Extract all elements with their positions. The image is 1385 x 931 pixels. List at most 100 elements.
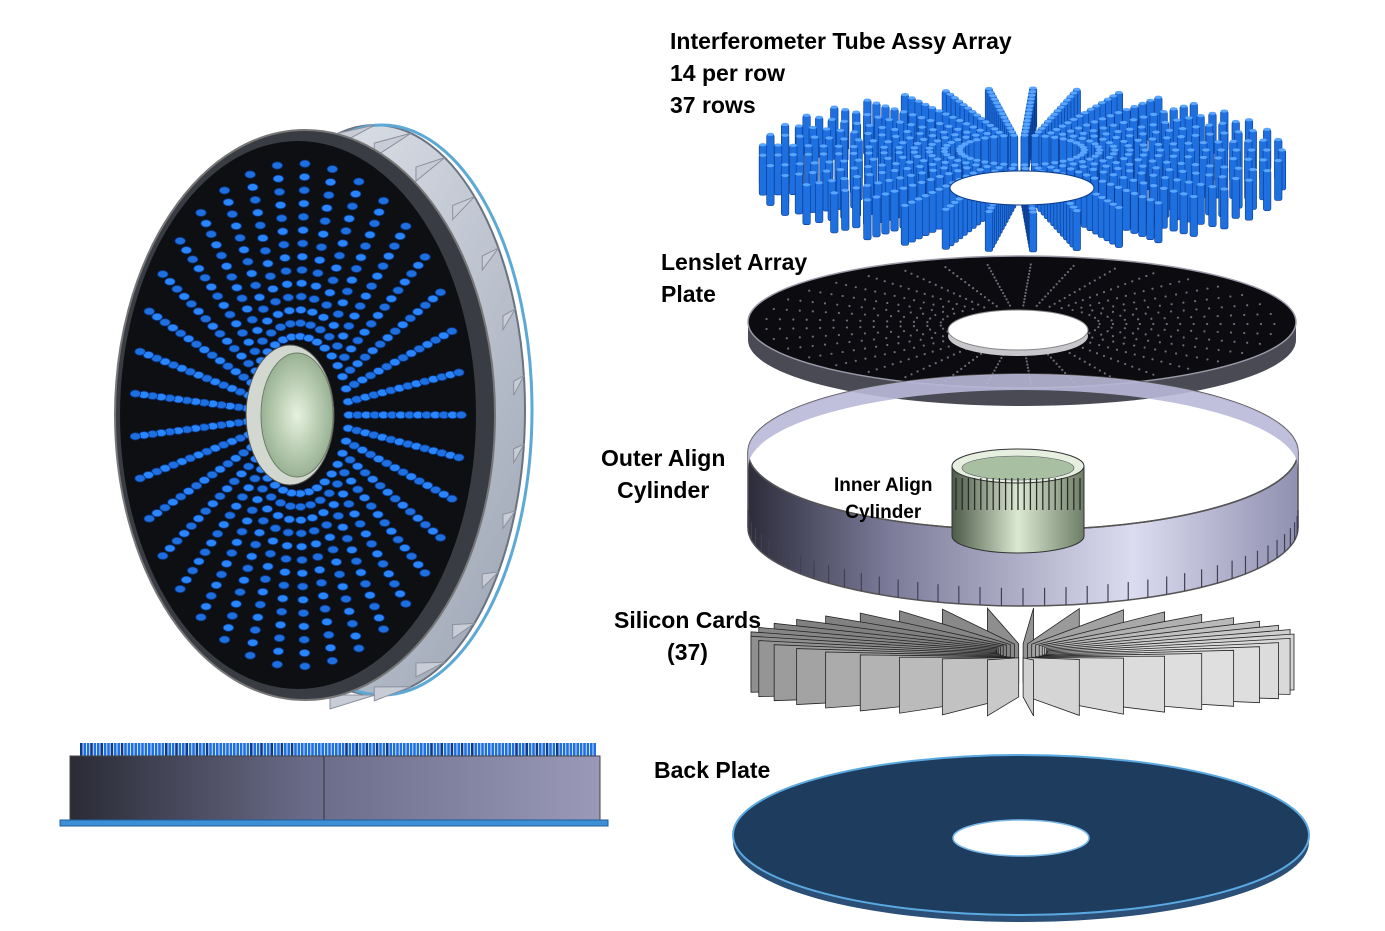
iso-tube	[185, 522, 197, 531]
iso-tube	[234, 387, 246, 396]
lenslet-dot	[859, 319, 862, 322]
array-tube-cap	[822, 127, 831, 131]
lenslet-dot	[928, 280, 931, 284]
iso-tube	[267, 537, 279, 546]
array-tube-cap	[995, 166, 1004, 170]
array-tube-cap	[1109, 173, 1118, 177]
array-tube-cap	[836, 167, 845, 172]
gusset	[415, 157, 446, 183]
array-tube-cap	[1114, 185, 1123, 189]
iso-tube	[350, 632, 362, 641]
array-tube-cap	[1245, 178, 1253, 182]
lenslet-dot	[891, 282, 894, 285]
lenslet-dot	[1027, 272, 1031, 276]
iso-tube	[235, 469, 248, 478]
lenslet-dot	[808, 289, 811, 292]
iso-tube	[226, 611, 238, 620]
iso-tube	[331, 342, 343, 351]
iso-tube	[171, 536, 183, 545]
iso-tube	[296, 266, 308, 275]
side-tube	[324, 743, 328, 756]
array-tube-cap	[942, 112, 950, 116]
array-tube	[815, 182, 824, 223]
lenslet-dot	[844, 283, 848, 287]
array-tube-cap	[1159, 186, 1168, 190]
array-tube-cap	[1002, 119, 1011, 123]
lenslet-dot	[1027, 369, 1030, 372]
iso-tube	[427, 294, 439, 303]
array-tube-cap	[947, 140, 956, 144]
array-tube-cap	[1184, 141, 1193, 145]
array-tube-cap	[1154, 153, 1163, 158]
lenslet-dot	[819, 318, 822, 322]
iso-tube	[249, 347, 261, 356]
iso-tube	[296, 555, 308, 564]
iso-tube	[151, 354, 163, 363]
lenslet-dot	[852, 296, 855, 299]
array-tube-cap	[815, 181, 823, 185]
array-tube-cap	[854, 158, 863, 162]
lenslet-dot	[904, 269, 907, 272]
lenslet-dot	[1005, 298, 1008, 301]
lenslet-dot	[1026, 279, 1030, 282]
array-tube	[1263, 170, 1272, 211]
array-tube-cap	[1165, 168, 1174, 172]
lenslet-dot	[841, 350, 844, 354]
iso-tube	[221, 337, 233, 346]
array-tube-cap	[852, 110, 860, 114]
array-tube-cap	[946, 204, 955, 208]
lenslet-dot	[990, 270, 993, 273]
lenslet-dot	[899, 360, 902, 363]
side-tube	[358, 743, 362, 756]
array-tube-cap	[905, 136, 914, 140]
array-tube-cap	[1066, 139, 1075, 143]
array-tube-cap	[991, 127, 999, 131]
iso-tube	[315, 578, 328, 587]
side-tube	[491, 743, 494, 756]
iso-tube	[241, 305, 253, 314]
side-tube	[535, 743, 539, 756]
lenslet-dot	[1115, 348, 1119, 351]
side-tube	[107, 743, 110, 756]
lenslet-dot	[1000, 356, 1003, 360]
iso-tube	[298, 622, 310, 631]
iso-tube	[356, 446, 368, 455]
lenslet-dot	[946, 315, 949, 318]
lenslet-dot	[1109, 288, 1113, 291]
iso-tube	[353, 644, 365, 653]
array-tube-cap	[878, 125, 886, 130]
lenslet-dot	[1233, 340, 1236, 343]
label-silicon-cards: Silicon Cards (37)	[614, 604, 761, 668]
iso-tube	[377, 196, 390, 205]
lenslet-dot	[792, 327, 795, 330]
iso-tube	[310, 282, 322, 291]
array-tube-cap	[884, 140, 892, 144]
array-tube-cap	[986, 123, 995, 127]
lenslet-dot	[963, 305, 966, 308]
array-tube-cap	[928, 162, 937, 167]
iso-tube	[337, 523, 349, 532]
iso-tube	[355, 253, 367, 262]
lenslet-dot	[1102, 290, 1106, 294]
side-tube-tops	[80, 743, 596, 756]
lenslet-dot	[1112, 340, 1115, 343]
array-tube-cap	[1004, 122, 1013, 127]
iso-tube	[250, 281, 262, 290]
iso-tube	[303, 334, 315, 343]
iso-tube	[351, 462, 364, 471]
lenslet-dot	[1029, 266, 1032, 269]
iso-tube	[278, 581, 290, 590]
lenslet-dot	[942, 340, 945, 343]
array-tube	[914, 198, 923, 240]
array-tube-cap	[1129, 118, 1138, 122]
array-tube-cap	[1095, 148, 1104, 152]
side-tube	[318, 743, 321, 756]
iso-tube	[230, 502, 242, 511]
lenslet-dot	[1080, 306, 1083, 309]
side-tube	[331, 743, 335, 756]
iso-tube	[381, 459, 393, 468]
iso-tube	[306, 308, 318, 317]
lenslet-dot	[1259, 322, 1263, 326]
iso-tube	[222, 362, 234, 371]
iso-tube	[299, 662, 311, 671]
